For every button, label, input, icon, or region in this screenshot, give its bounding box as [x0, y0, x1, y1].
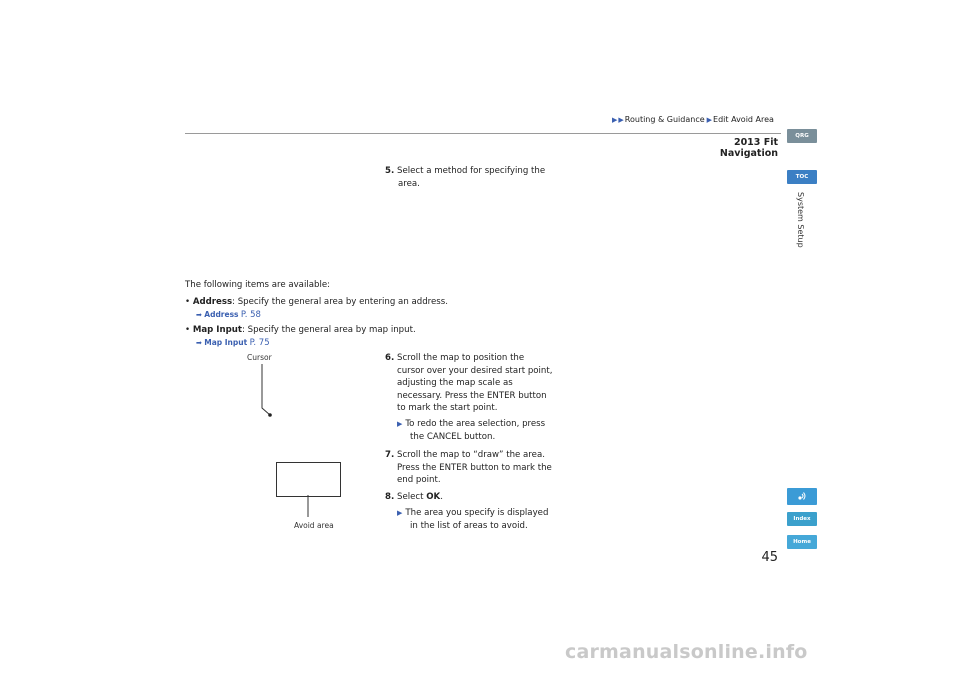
intro-text: The following items are available:	[185, 280, 331, 290]
bullet-address: • Address: Specify the general area by e…	[185, 296, 505, 309]
step-number: 6.	[385, 353, 395, 363]
step-7: 7. Scroll the map to “draw” the area. Pr…	[385, 449, 585, 487]
note-text: the CANCEL button.	[410, 431, 496, 442]
sub-arrow-icon: ▶	[397, 509, 403, 517]
ok-label: OK	[426, 492, 441, 502]
voice-command-tab[interactable]	[787, 488, 817, 505]
avoid-area-box	[276, 462, 341, 497]
link-page: P. 75	[249, 338, 270, 348]
link-page: P. 58	[240, 310, 261, 320]
breadcrumb-item: Edit Avoid Area	[713, 115, 774, 124]
note-text: The area you specify is displayed	[405, 508, 549, 518]
step-5: 5. Select a method for specifying the ar…	[385, 165, 585, 190]
toc-tab[interactable]: TOC	[787, 170, 817, 184]
step-text: Scroll the map to position the	[396, 353, 525, 363]
bullet-marker: •	[185, 325, 191, 335]
breadcrumb-item[interactable]: Routing & Guidance	[624, 115, 705, 124]
qrg-tab[interactable]: QRG	[787, 129, 817, 143]
step-text: necessary. Press the ENTER button	[397, 390, 547, 401]
step-text: cursor over your desired start point,	[397, 365, 553, 376]
cursor-label: Cursor	[247, 353, 272, 362]
address-link[interactable]: ➡ Address P. 58	[196, 310, 261, 320]
bullet-marker: •	[185, 297, 191, 307]
bullet-label: Address	[192, 297, 233, 307]
document-title: 2013 Fit Navigation	[719, 137, 778, 159]
step-text: to mark the start point.	[397, 403, 498, 414]
page-reference-icon: ➡	[196, 339, 202, 347]
step-text: .	[440, 492, 443, 502]
home-tab[interactable]: Home	[787, 535, 817, 549]
step-number: 7.	[385, 450, 395, 460]
step-text: Scroll the map to “draw” the area.	[396, 450, 545, 460]
index-tab-label: Index	[793, 516, 811, 522]
qrg-tab-label: QRG	[795, 133, 809, 139]
bullet-label: Map Input	[192, 325, 242, 335]
link-label: Address	[204, 310, 239, 319]
avoid-area-callout-line	[307, 495, 309, 517]
step-text: adjusting the map scale as	[397, 378, 513, 389]
note-text: in the list of areas to avoid.	[410, 520, 528, 531]
step-text: Press the ENTER button to mark the	[397, 462, 552, 473]
bullet-map-input: • Map Input: Specify the general area by…	[185, 324, 505, 337]
step-number: 5.	[385, 166, 395, 176]
avoid-area-label: Avoid area	[294, 521, 334, 530]
step-number: 8.	[385, 492, 395, 502]
breadcrumb-arrow-icon: ▶	[706, 116, 713, 124]
step-6-note: ▶To redo the area selection, press the C…	[397, 418, 597, 443]
breadcrumb-arrow-icon: ▶	[618, 116, 624, 124]
breadcrumb: ▶▶Routing & Guidance▶Edit Avoid Area	[612, 115, 774, 124]
step-text: area.	[398, 178, 420, 189]
step-8-note: ▶The area you specify is displayed in th…	[397, 507, 597, 532]
section-label: System Setup	[796, 192, 805, 248]
page-reference-icon: ➡	[196, 311, 202, 319]
header-divider	[185, 133, 781, 134]
breadcrumb-arrow-icon: ▶	[612, 116, 618, 124]
step-text: Select a method for specifying the	[396, 166, 546, 176]
page-number: 45	[761, 550, 778, 565]
home-tab-label: Home	[793, 539, 811, 545]
step-8: 8. Select OK.	[385, 491, 585, 504]
step-text: end point.	[397, 475, 441, 486]
link-label: Map Input	[204, 338, 248, 347]
bullet-text: : Specify the general area by entering a…	[232, 297, 448, 307]
watermark: carmanualsonline.info	[565, 641, 808, 663]
map-input-link[interactable]: ➡ Map Input P. 75	[196, 338, 270, 348]
note-text: To redo the area selection, press	[405, 419, 546, 429]
step-6: 6. Scroll the map to position the cursor…	[385, 352, 585, 415]
toc-tab-label: TOC	[795, 174, 809, 180]
voice-command-icon	[798, 492, 806, 500]
index-tab[interactable]: Index	[787, 512, 817, 526]
step-text: Select	[396, 492, 427, 502]
sub-arrow-icon: ▶	[397, 420, 403, 428]
bullet-text: : Specify the general area by map input.	[242, 325, 416, 335]
cursor-callout-line	[261, 364, 272, 417]
